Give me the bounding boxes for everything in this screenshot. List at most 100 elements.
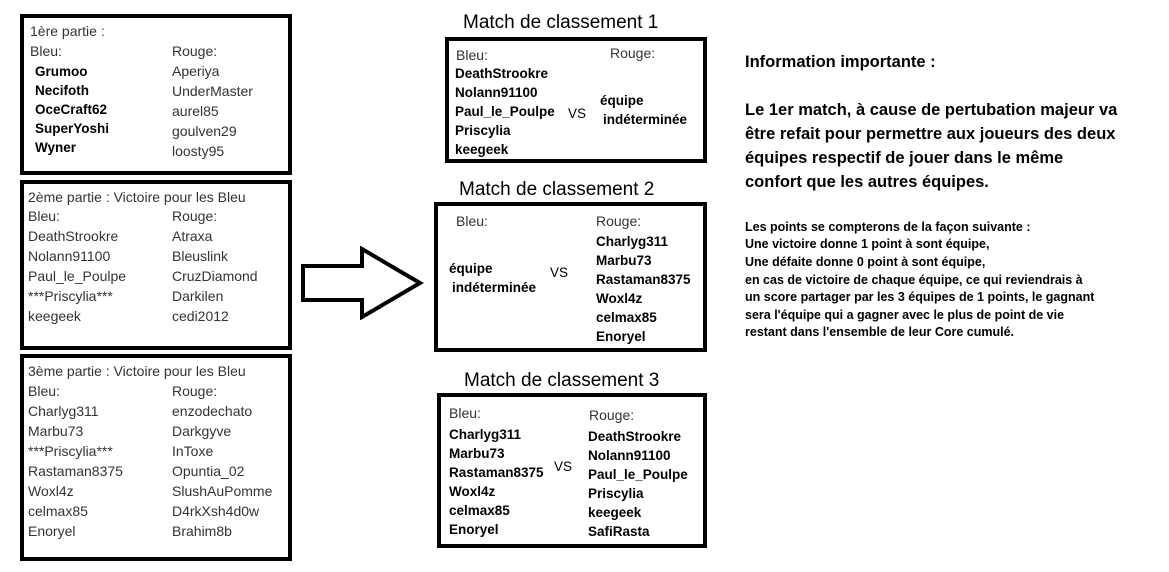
game3-blue-player: celmax85 bbox=[28, 503, 88, 519]
game2-blue-header: Bleu: bbox=[28, 208, 60, 224]
game1-red-player: UnderMaster bbox=[172, 83, 253, 99]
right-arrow-icon bbox=[301, 246, 424, 320]
info-rule-line: sera l'équipe qui a gagner avec le plus … bbox=[745, 308, 1065, 322]
match1-vs: VS bbox=[568, 106, 587, 121]
game2-blue-player: keegeek bbox=[28, 308, 81, 324]
match2-box bbox=[434, 202, 707, 352]
game2-red-player: Bleuslink bbox=[172, 248, 229, 264]
game2-blue-player: DeathStrookre bbox=[28, 228, 119, 244]
match3-red-player: keegeek bbox=[588, 505, 642, 520]
game3-red-player: InToxe bbox=[172, 443, 214, 459]
game3-blue-player: ***Priscylia*** bbox=[28, 443, 113, 459]
match2-blue-undetermined: équipe bbox=[449, 261, 493, 276]
info-paragraph-line: Le 1er match, à cause de pertubation maj… bbox=[745, 101, 1118, 119]
match3-red-player: Nolann91100 bbox=[588, 448, 671, 463]
match3-blue-header: Bleu: bbox=[449, 405, 481, 421]
game2-red-player: CruzDiamond bbox=[172, 268, 258, 284]
game2-red-player: cedi2012 bbox=[172, 308, 229, 324]
match3-red-player: DeathStrookre bbox=[588, 429, 682, 444]
match1-blue-player: Nolann91100 bbox=[455, 85, 538, 100]
game1-red-player: goulven29 bbox=[172, 123, 237, 139]
game1-label: 1ère partie : bbox=[30, 23, 105, 39]
game2-box bbox=[20, 180, 292, 350]
match3-vs: VS bbox=[554, 459, 573, 474]
game3-red-player: enzodechato bbox=[172, 403, 253, 419]
game2-blue-player: Nolann91100 bbox=[28, 248, 111, 264]
info-paragraph-line: confort que les autres équipes. bbox=[745, 173, 989, 191]
game3-blue-header: Bleu: bbox=[28, 383, 60, 399]
game2-label: 2ème partie : Victoire pour les Bleu bbox=[28, 189, 246, 205]
game1-blue-header: Bleu: bbox=[30, 43, 62, 59]
game3-blue-player: Woxl4z bbox=[28, 483, 74, 499]
game1-red-player: aurel85 bbox=[172, 103, 219, 119]
match3-blue-player: Woxl4z bbox=[449, 484, 496, 499]
game1-blue-player: OceCraft62 bbox=[35, 102, 108, 117]
match2-red-player: celmax85 bbox=[596, 310, 657, 325]
match1-blue-player: Priscylia bbox=[455, 123, 511, 138]
match1-blue-player: DeathStrookre bbox=[455, 66, 549, 81]
match2-red-header: Rouge: bbox=[596, 213, 642, 229]
info-paragraph-line: être refait pour permettre aux joueurs d… bbox=[745, 125, 1116, 143]
match3-blue-player: celmax85 bbox=[449, 503, 510, 518]
match1-red-undetermined: indéterminée bbox=[603, 112, 688, 127]
game3-blue-player: Enoryel bbox=[28, 523, 76, 539]
match2-blue-header: Bleu: bbox=[456, 213, 488, 229]
match1-blue-header: Bleu: bbox=[456, 47, 488, 63]
game1-blue-player: Grumoo bbox=[35, 64, 88, 79]
match1-blue-player: Paul_le_Poulpe bbox=[455, 104, 555, 119]
game2-blue-player: ***Priscylia*** bbox=[28, 288, 113, 304]
match1-box bbox=[445, 37, 707, 163]
game2-red-player: Darkilen bbox=[172, 288, 224, 304]
game2-red-header: Rouge: bbox=[172, 208, 218, 224]
game1-red-player: Aperiya bbox=[172, 63, 220, 79]
game1-red-player: loosty95 bbox=[172, 143, 225, 159]
match1-red-undetermined: équipe bbox=[600, 93, 644, 108]
game1-blue-player: Necifoth bbox=[35, 83, 89, 98]
match3-blue-player: Rastaman8375 bbox=[449, 465, 544, 480]
match2-title: Match de classement 2 bbox=[459, 179, 655, 200]
match2-blue-undetermined: indéterminée bbox=[452, 280, 537, 295]
match2-red-player: Charlyg311 bbox=[596, 234, 669, 249]
game1-box bbox=[20, 14, 292, 175]
match2-vs: VS bbox=[550, 265, 569, 280]
game3-blue-player: Charlyg311 bbox=[28, 403, 99, 419]
game3-red-player: D4rkXsh4d0w bbox=[172, 503, 260, 519]
match1-title: Match de classement 1 bbox=[463, 12, 659, 33]
match3-red-player: Paul_le_Poulpe bbox=[588, 467, 688, 482]
game3-red-player: Opuntia_02 bbox=[172, 463, 245, 479]
game1-red-header: Rouge: bbox=[172, 43, 218, 59]
game3-blue-player: Marbu73 bbox=[28, 423, 84, 439]
game3-red-player: Darkgyve bbox=[172, 423, 232, 439]
game3-blue-player: Rastaman8375 bbox=[28, 463, 123, 479]
match2-red-player: Woxl4z bbox=[596, 291, 643, 306]
game2-blue-player: Paul_le_Poulpe bbox=[28, 268, 127, 284]
match3-red-header: Rouge: bbox=[589, 407, 635, 423]
info-paragraph-line: équipes respectif de jouer dans le même bbox=[745, 149, 1064, 167]
game1-blue-player: SuperYoshi bbox=[35, 121, 110, 136]
info-rule-line: en cas de victoire de chaque équipe, ce … bbox=[745, 273, 1083, 287]
game3-label: 3ème partie : Victoire pour les Bleu bbox=[28, 363, 246, 379]
game3-red-player: Brahim8b bbox=[172, 523, 232, 539]
match2-red-player: Marbu73 bbox=[596, 253, 652, 268]
game2-red-player: Atraxa bbox=[172, 228, 213, 244]
info-rule-line: un score partager par les 3 équipes de 1… bbox=[745, 290, 1095, 304]
game1-blue-player: Wyner bbox=[35, 140, 77, 155]
game3-red-header: Rouge: bbox=[172, 383, 218, 399]
match3-blue-player: Marbu73 bbox=[449, 446, 505, 461]
game3-box bbox=[20, 354, 292, 561]
match3-red-player: SafiRasta bbox=[588, 524, 650, 539]
info-rule-line: Les points se compterons de la façon sui… bbox=[745, 220, 1031, 234]
match3-box bbox=[437, 393, 707, 548]
match2-red-player: Rastaman8375 bbox=[596, 272, 691, 287]
info-rule-line: Une défaite donne 0 point à sont équipe, bbox=[745, 255, 986, 269]
game3-red-player: SlushAuPomme bbox=[172, 483, 273, 499]
info-rule-line: restant dans l'ensemble de leur Core cum… bbox=[745, 325, 1015, 339]
match1-blue-player: keegeek bbox=[455, 142, 509, 157]
match3-blue-player: Charlyg311 bbox=[449, 427, 522, 442]
info-heading: Information importante : bbox=[745, 53, 936, 71]
match1-red-header: Rouge: bbox=[610, 45, 656, 61]
match3-title: Match de classement 3 bbox=[464, 370, 660, 391]
match3-blue-player: Enoryel bbox=[449, 522, 499, 537]
match2-red-player: Enoryel bbox=[596, 329, 646, 344]
info-rule-line: Une victoire donne 1 point à sont équipe… bbox=[745, 237, 990, 251]
